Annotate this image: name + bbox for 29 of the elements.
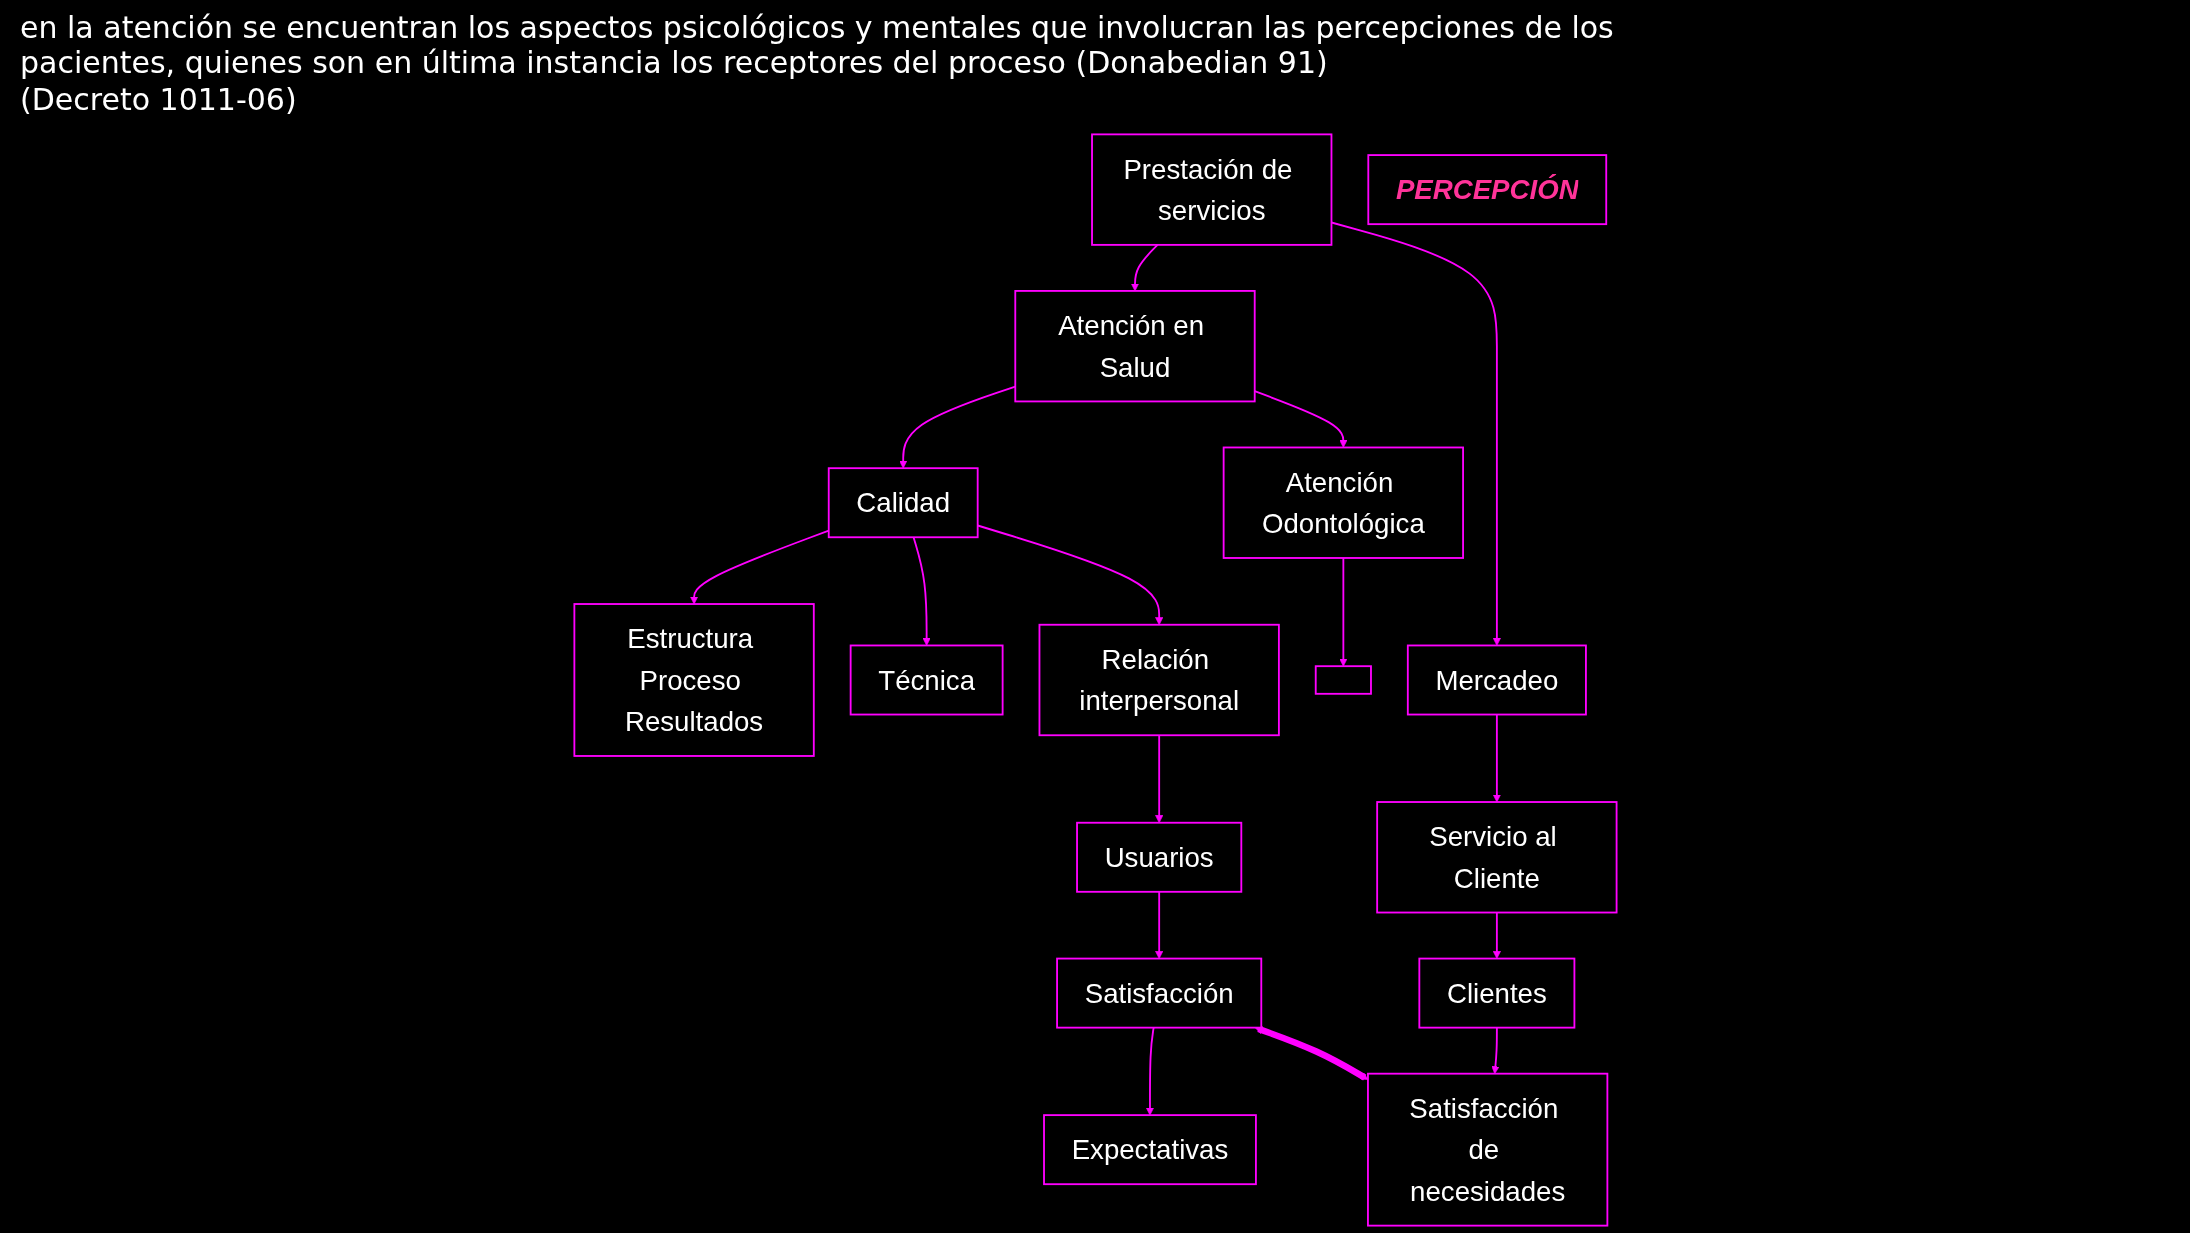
arrow [1154, 734, 1163, 824]
node-box [1314, 665, 1372, 695]
node-box: Técnica [849, 644, 1004, 716]
node-box: Calidad [827, 467, 979, 539]
arrow [1492, 713, 1501, 803]
arrow [1154, 890, 1163, 959]
arrow [912, 536, 931, 646]
arrow [1145, 1026, 1155, 1116]
node-box: Prestación de servicios [1090, 133, 1332, 246]
node-box: Clientes [1417, 957, 1575, 1029]
note-text: (Decreto 1011-06) [20, 82, 298, 117]
note-text: en la atención se encuentran los aspectos psicológicos y mentales que involucran las percepciones de los pacientes, quienes son en última instancia los receptores del proceso (Donabedian 91) [20, 10, 1615, 80]
node-box: Atención Odontológica [1222, 446, 1464, 559]
node-box: Expectativas [1042, 1114, 1257, 1186]
arrow [1130, 243, 1158, 292]
node-box: Mercadeo [1406, 644, 1587, 716]
node-box: Satisfacción [1055, 957, 1262, 1029]
node-box: Atención en Salud [1013, 290, 1256, 403]
arrow [1490, 1026, 1499, 1075]
node-box: Estructura Proceso Resultados [572, 603, 815, 757]
arrow [1338, 557, 1347, 667]
node-box: PERCEPCIÓN [1366, 154, 1607, 226]
arrow [1254, 1025, 1368, 1081]
node-box: Relación interpersonal [1038, 623, 1280, 737]
node-box: Satisfacción de necesidades [1366, 1072, 1608, 1227]
arrow [1330, 221, 1501, 646]
arrow [1492, 911, 1501, 959]
node-box: Servicio al Cliente [1375, 801, 1617, 914]
node-box: Usuarios [1075, 821, 1242, 893]
